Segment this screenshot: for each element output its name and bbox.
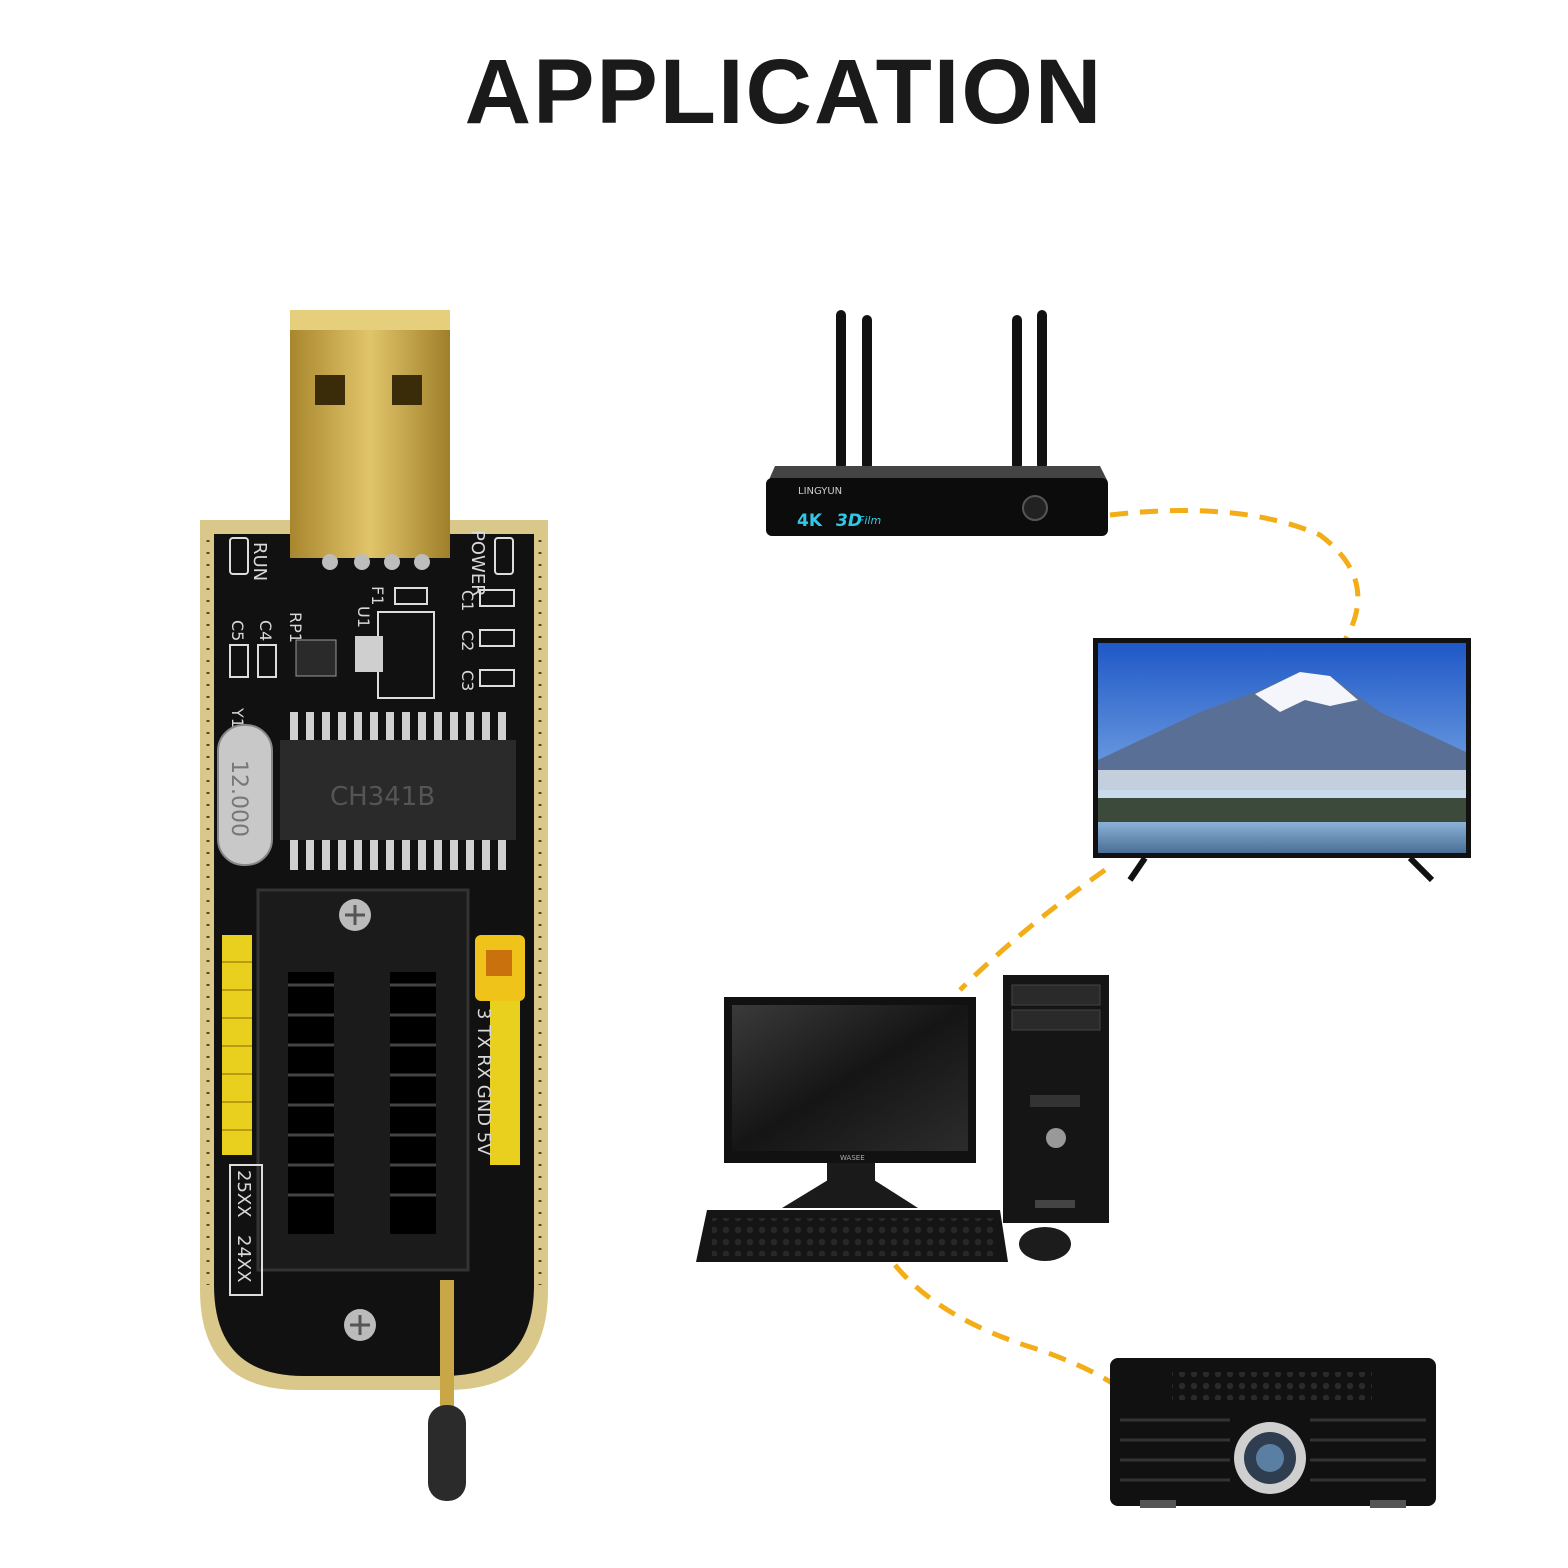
power-label: POWER bbox=[467, 530, 488, 597]
crystal bbox=[217, 724, 273, 866]
f1-label: F1 bbox=[368, 586, 387, 605]
router-film: Film bbox=[858, 514, 881, 527]
page-title: APPLICATION bbox=[464, 41, 1104, 143]
c4-label: C4 bbox=[256, 620, 275, 641]
router-brand: LINGYUN bbox=[798, 486, 842, 497]
crystal-label: 12.000 bbox=[226, 760, 251, 837]
u1-label: U1 bbox=[354, 606, 373, 628]
y1-label: Y1 bbox=[228, 707, 247, 728]
c1-label: C1 bbox=[458, 590, 477, 611]
projector-icon bbox=[1110, 1358, 1436, 1508]
ch341a-programmer: RUN POWER F1 C1 C2 C3 U1 RP1 C5 C4 Y1 12… bbox=[200, 310, 548, 1501]
desktop-computer-icon: WASEE bbox=[696, 975, 1109, 1262]
eeprom-25-label: 25XX bbox=[233, 1170, 254, 1218]
c5-label: C5 bbox=[228, 620, 247, 641]
header-label: 3 TX RX GND 5V bbox=[473, 1008, 494, 1156]
c2-label: C2 bbox=[458, 630, 477, 651]
c3-label: C3 bbox=[458, 670, 477, 691]
left-pin-header bbox=[222, 935, 252, 1155]
run-label: RUN bbox=[249, 542, 270, 581]
zif-socket bbox=[256, 888, 470, 1501]
tv-icon bbox=[1093, 638, 1471, 883]
connection-lines bbox=[893, 508, 1361, 1388]
monitor-brand: WASEE bbox=[840, 1154, 865, 1162]
eeprom-24-label: 24XX bbox=[233, 1235, 254, 1283]
router-4k: 4K bbox=[797, 511, 823, 531]
router-icon: LINGYUN 4K 3D Film bbox=[766, 310, 1108, 536]
right-pin-header: 3 TX RX GND 5V bbox=[473, 935, 525, 1165]
chip-label: CH341B bbox=[330, 782, 435, 812]
router-3d: 3D bbox=[836, 511, 862, 531]
ch341-chip: CH341B bbox=[280, 712, 516, 870]
rp1-label: RP1 bbox=[286, 612, 305, 643]
usb-connector bbox=[290, 310, 450, 558]
